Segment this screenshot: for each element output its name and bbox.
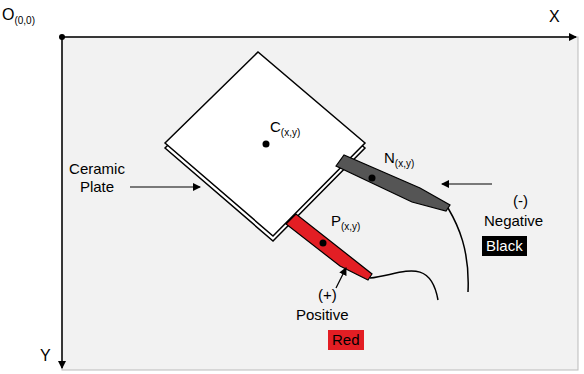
origin-label: O(0,0) [2, 6, 35, 30]
positive-dot [320, 240, 327, 247]
color-tag: Red [328, 330, 364, 350]
ceramic-plate [165, 52, 365, 236]
polarity-label: Positive [296, 306, 349, 324]
red-probe [286, 214, 372, 280]
black-wire [448, 208, 468, 292]
point-label: C(x,y) [270, 118, 300, 142]
axis-label: X [549, 8, 560, 26]
color-tag: Black [482, 236, 527, 256]
work-area [62, 37, 578, 370]
tag-text: Red [332, 331, 360, 348]
part-label: Ceramic Plate [64, 160, 130, 196]
point-label: N(x,y) [384, 149, 414, 173]
negative-dot [369, 175, 376, 182]
polarity-sign: (-) [513, 192, 528, 210]
leader-arrow [336, 268, 346, 288]
polarity-label: Negative [484, 212, 543, 230]
tag-text: Black [486, 237, 523, 254]
polarity-sign: (+) [318, 286, 337, 304]
origin-dot [59, 34, 65, 40]
x-axis [62, 36, 576, 38]
center-dot [263, 141, 270, 148]
axis-label: Y [40, 347, 51, 365]
leader-arrow [442, 183, 492, 184]
point-label: P(x,y) [331, 212, 360, 236]
leader-arrow [130, 186, 200, 187]
red-wire [370, 271, 438, 300]
y-axis [61, 37, 63, 368]
